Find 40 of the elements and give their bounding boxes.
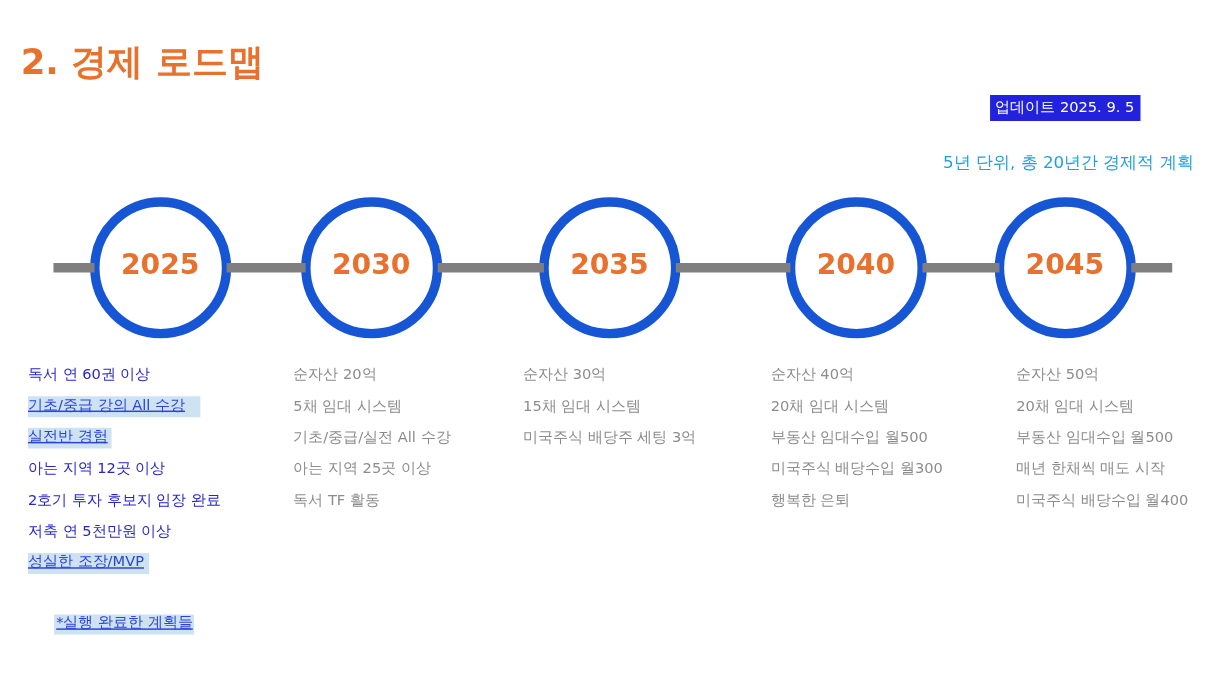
node-label: 부동산 임대수입 월500 — [770, 427, 928, 445]
label: 5년 단위, 총 20년간 경제적 계획 — [943, 151, 1194, 172]
node-label: 독서 TF 활동 — [293, 490, 380, 508]
connector — [1131, 262, 1173, 272]
node-label: 아는 지역 25곳 이상 — [293, 458, 431, 476]
node-label: 순자산 30억 — [523, 364, 607, 382]
connector — [53, 262, 95, 272]
node-label: 15채 임대 시스템 — [523, 396, 642, 414]
node-label: 순자산 40억 — [770, 364, 854, 382]
node-circle: 2035 — [539, 196, 681, 338]
node-label: 미국주식 배당주 세팅 3억 — [523, 427, 697, 445]
connector — [675, 262, 791, 272]
node-label: 20채 임대 시스템 — [770, 396, 889, 414]
node-label: 5채 임대 시스템 — [293, 396, 402, 414]
node-label: 독서 연 60권 이상 — [27, 364, 151, 382]
node-circle: 2025 — [90, 196, 232, 338]
connector — [922, 262, 1000, 272]
node-label: 기초/중급 강의 All 수강 — [27, 395, 185, 413]
node-label: 아는 지역 12곳 이상 — [27, 458, 166, 476]
node-label: 저축 연 5천만원 이상 — [27, 521, 172, 539]
node-circle: 2040 — [785, 196, 927, 338]
node-label: 2호기 투자 후보지 임장 완료 — [27, 490, 221, 508]
node-circle: 2045 — [994, 196, 1136, 338]
node-circle: 2030 — [301, 196, 443, 338]
node-label: 행복한 은퇴 — [770, 490, 851, 508]
label: 업데이트 2025. 9. 5 — [995, 97, 1135, 115]
node-label: 기초/중급/실전 All 수강 — [293, 427, 451, 445]
node-label: 순자산 50억 — [1016, 364, 1100, 382]
node-label: 20채 임대 시스템 — [1016, 396, 1135, 414]
node-label: 매년 한채씩 매도 시작 — [1016, 458, 1166, 476]
diagram-title: 2. 경제 로드맵 — [20, 40, 264, 82]
node-label: 성실한 조장/MVP — [27, 551, 144, 569]
node-label: 순자산 20억 — [293, 364, 377, 382]
legend-label: *실행 완료한 계획들 — [56, 612, 193, 630]
connector — [226, 262, 306, 272]
connector — [437, 262, 544, 272]
node-label: 부동산 임대수입 월500 — [1016, 427, 1174, 445]
node-label: 실전반 경험 — [27, 426, 108, 444]
node-label: 미국주식 배당수입 월400 — [1016, 490, 1189, 508]
node-label: 미국주식 배당수입 월300 — [770, 458, 943, 476]
